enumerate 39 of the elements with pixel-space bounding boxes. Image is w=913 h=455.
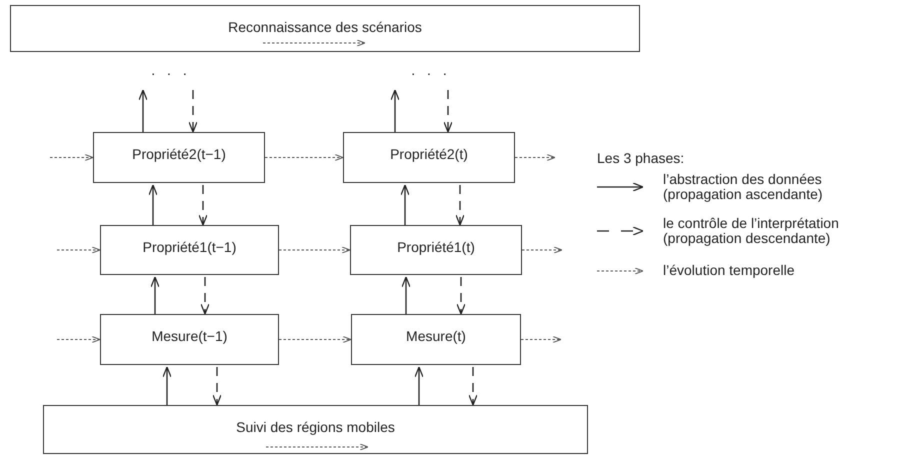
arrow <box>188 90 198 133</box>
arrow <box>264 154 344 161</box>
ellipsis-text: . . . <box>148 62 194 88</box>
arrow <box>50 154 94 161</box>
arrow <box>414 366 424 405</box>
arrow <box>278 246 350 254</box>
arrow <box>401 276 411 314</box>
ellipsis-text: . . . <box>408 62 454 88</box>
arrow <box>148 184 158 225</box>
arrow <box>456 277 466 315</box>
arrow <box>278 336 352 343</box>
arrow <box>162 366 172 405</box>
process-box: Mesure(t) <box>351 314 521 365</box>
arrow <box>56 336 100 343</box>
arrow <box>468 367 478 406</box>
arrow <box>150 276 160 314</box>
arrow <box>514 154 556 161</box>
arrow <box>198 185 208 226</box>
process-box: Propriété1(t) <box>350 225 522 275</box>
arrow <box>400 184 410 225</box>
arrow <box>520 336 562 343</box>
process-box: Propriété2(t−1) <box>93 132 265 183</box>
process-box: Mesure(t−1) <box>100 314 279 365</box>
arrow <box>522 246 562 254</box>
scenario-box: Reconnaissance des scénarios <box>10 5 640 52</box>
arrow <box>56 246 100 254</box>
legend-text: l’abstraction des données (propagation ascendante) <box>663 172 824 202</box>
tracking-box: Suivi des régions mobiles <box>43 405 588 454</box>
legend-text: le contrôle de l’interprétation (propagation descendante) <box>663 216 840 246</box>
arrow <box>212 367 222 406</box>
process-box: Propriété2(t) <box>343 132 515 183</box>
process-box: Propriété1(t−1) <box>100 225 279 275</box>
arrow <box>443 90 453 133</box>
arrow <box>138 89 148 132</box>
arrow <box>390 89 400 132</box>
legend-title: Les 3 phases: <box>597 149 684 167</box>
arrow <box>455 185 465 226</box>
legend-text: l’évolution temporelle <box>663 263 796 278</box>
arrow <box>200 277 210 315</box>
